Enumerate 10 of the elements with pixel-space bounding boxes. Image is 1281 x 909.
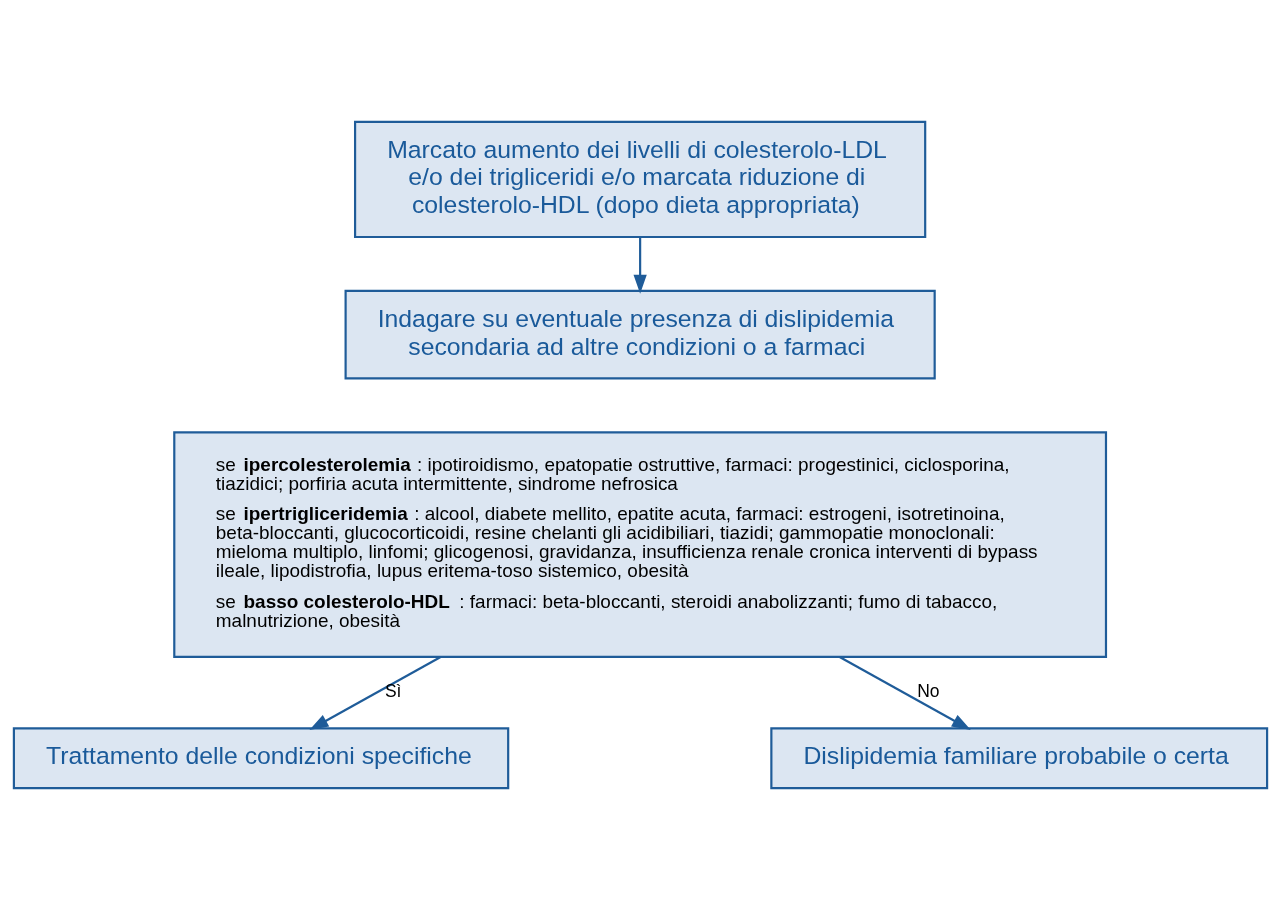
node-box: Marcato aumento dei livelli di colesterolo-LDL e/o dei trigliceridi e/o marcata riduzione di colesterolo-HDL (dopo dieta appropriata) [354, 120, 927, 238]
edge-label: Sì [384, 680, 402, 701]
node-box: se ipercolesterolemia: ipotiroidismo, epatopatie ostruttive, farmaci: progestinici, ciclosporina, tiazidici; porfiria acuta intermittente, sindrome nefrosica se ipertrigliceridemia: alcool, diabete mellito, epatite acuta, farmaci: estrogeni, isotretinoina, beta-bloccanti, glucocorticoidi, resine chelanti gli acidibiliari, tiazidi; gammopatie monoclonali: mieloma multiplo, linfomi; glicogenosi, gravidanza, insufficienza renale cronica interventi di bypass ileale, lipodistrofia, lupus eritema-toso sistemico, obesità se basso colesterolo-HDL: farmaci: beta-bloccanti, steroidi anabolizzanti; fumo di tabacco, malnutrizione, obesità [173, 430, 1108, 658]
arrow [839, 655, 971, 730]
node-box: Dislipidemia familiare probabile o certa [770, 726, 1269, 789]
edge-label: No [917, 680, 940, 701]
node-box: Indagare su eventuale presenza di dislipidemia secondaria ad altre condizioni o a farmaci [344, 289, 936, 380]
node-box: Trattamento delle condizioni specifiche [12, 726, 510, 789]
arrow [309, 655, 442, 730]
arrow [633, 236, 647, 294]
